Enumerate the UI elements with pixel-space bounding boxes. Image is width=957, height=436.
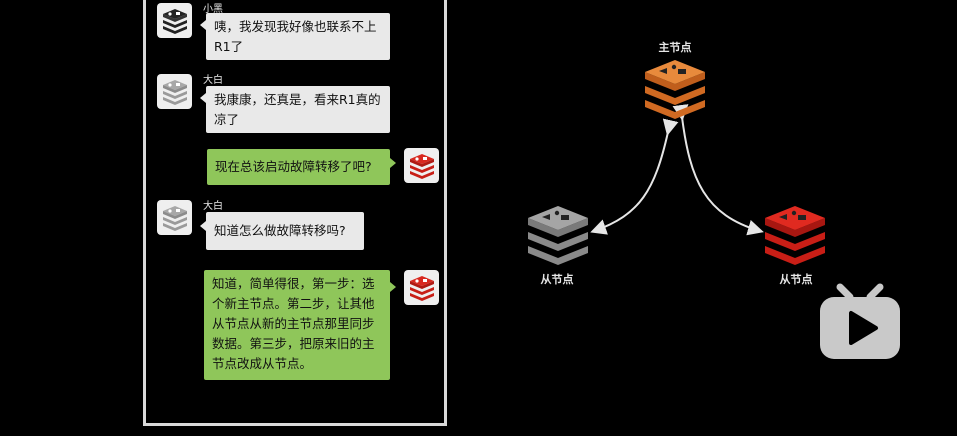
slave-left-node-label: 从节点 [540, 273, 574, 286]
message-bubble: 知道，简单得很，第一步：选个新主节点。第二步，让其他从节点从新的主节点那里同步数… [204, 270, 390, 380]
bubble-tail [200, 93, 206, 103]
sender-name: 大白 [203, 201, 223, 212]
redis-black-icon [157, 3, 192, 38]
bubble-tail [390, 282, 396, 292]
sender-name: 大白 [203, 75, 223, 86]
message-bubble: 咦，我发现我好像也联系不上R1了 [206, 13, 390, 60]
message-bubble: 现在总该启动故障转移了吧? [207, 149, 390, 185]
chat-panel [143, 0, 447, 426]
slave-left-node-icon [528, 206, 588, 265]
message-bubble: 知道怎么做故障转移吗? [206, 212, 364, 250]
master-node-icon [645, 60, 705, 119]
arrow-master-slave-right [672, 104, 764, 236]
bubble-tail [200, 20, 206, 30]
arrow-master-slave-left [590, 118, 679, 235]
master-node-label: 主节点 [658, 41, 692, 54]
message-bubble: 我康康，还真是，看来R1真的凉了 [206, 86, 390, 133]
sender-name: 小黑 [203, 4, 223, 15]
redis-gray-icon [157, 200, 192, 235]
redis-gray-icon [157, 74, 192, 109]
redis-red-icon [404, 148, 439, 183]
slave-right-node-label: 从节点 [779, 273, 813, 286]
bubble-tail [390, 158, 396, 168]
slave-right-node-icon [765, 206, 825, 265]
bubble-tail [200, 221, 206, 231]
tv-play-logo-icon [820, 283, 900, 359]
redis-red-icon [404, 270, 439, 305]
